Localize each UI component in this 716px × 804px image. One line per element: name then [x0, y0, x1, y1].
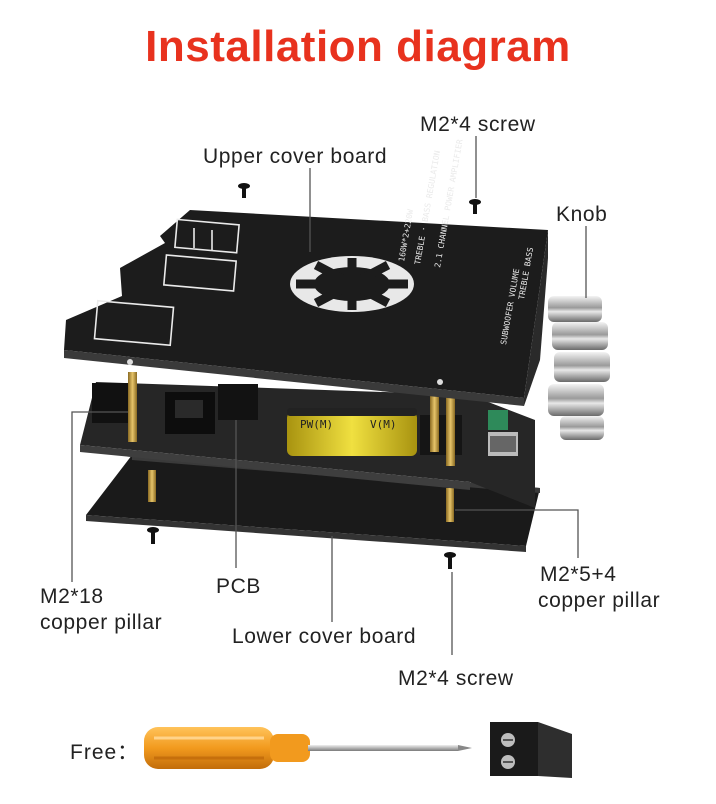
label-pcb: PCB [216, 575, 261, 598]
terminal-block-icon [490, 722, 572, 778]
label-screw-bottom: M2*4 screw [398, 667, 514, 690]
svg-text:V(M): V(M) [370, 418, 397, 431]
upper-cover-board: TREBLE · BASS REGULATION 2.1 CHANNEL POW… [64, 139, 548, 406]
pillar-18-right [446, 392, 455, 466]
label-pillar-18-line1: M2*18 [40, 585, 104, 608]
lower-pillar-left [148, 470, 156, 502]
label-lower-cover-board: Lower cover board [232, 625, 417, 648]
capacitor [287, 412, 417, 456]
label-pillar-54-line1: M2*5+4 [540, 563, 617, 586]
label-pillar-18-line2: copper pillar [40, 611, 163, 634]
lower-pillar-right [446, 488, 454, 522]
knob-group [548, 296, 610, 440]
label-knob: Knob [556, 203, 608, 226]
free-label: Free： [70, 741, 140, 764]
label-pillar-54-line2: copper pillar [538, 589, 661, 612]
screws [147, 183, 481, 569]
screwdriver-icon [144, 727, 472, 769]
label-screw-top: M2*4 screw [420, 113, 536, 136]
svg-text:PW(M): PW(M) [300, 418, 333, 431]
label-upper-cover-board: Upper cover board [203, 145, 388, 168]
pcb-board: PW(M) V(M) [80, 382, 535, 508]
page-title: Installation diagram [145, 22, 571, 71]
leader-lines [71, 136, 587, 655]
pillar-18-left [128, 372, 137, 442]
